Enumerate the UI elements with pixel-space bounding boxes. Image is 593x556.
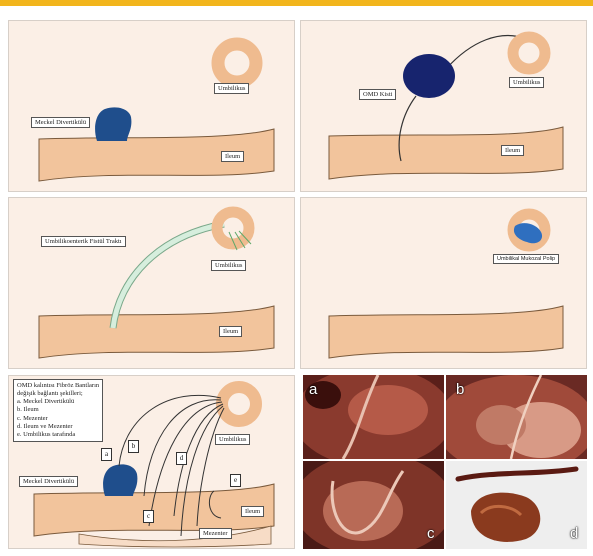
note-line: OMD kalıntısı Fibröz Bantların xyxy=(17,382,99,390)
fistula-tract xyxy=(113,224,224,328)
band-letter-a: a xyxy=(101,448,112,461)
band-letter-d: d xyxy=(176,452,187,465)
intestine-label: Ileum xyxy=(241,506,264,517)
fistula-label: Umbilikoenterik Fistül Traktı xyxy=(41,236,126,247)
photo-label-d: d xyxy=(570,525,578,542)
meckel-diverticulum-shape xyxy=(95,107,131,141)
photo-b: b xyxy=(446,375,587,459)
panel-omd-cyst: OMD Kisti Umbilikus Ileum xyxy=(300,20,587,192)
umbilicus-label: Umbilikus xyxy=(214,83,249,94)
note-line: c. Mezenter xyxy=(17,415,99,423)
umbilicus-label: Umbilikus xyxy=(211,260,246,271)
umbilicus-label: Umbilikus xyxy=(509,77,544,88)
photo-d-image xyxy=(446,461,587,549)
intestine-shape xyxy=(329,306,563,358)
panel4-drawing xyxy=(301,198,587,369)
note-line: b. Ileum xyxy=(17,406,99,414)
intestine-shape xyxy=(329,127,563,179)
diverticulum-label: Meckel Divertikülü xyxy=(31,117,90,128)
intestine-label: Ileum xyxy=(501,145,524,156)
fibrous-band-note: OMD kalıntısı Fibröz Bantların değişik b… xyxy=(13,379,103,442)
photo-label-c: c xyxy=(427,525,435,542)
umbilicus-ring xyxy=(222,387,256,421)
mesentery-label: Mezenter xyxy=(199,528,232,539)
note-line: e. Umbilikus tarafında xyxy=(17,431,99,439)
diverticulum-label: Meckel Divertikülü xyxy=(19,476,78,487)
photo-b-image xyxy=(446,375,587,459)
band-letter-b: b xyxy=(128,440,139,453)
omd-cyst-shape xyxy=(403,54,455,98)
band-letter-c: c xyxy=(143,510,154,523)
photo-label-b: b xyxy=(456,381,464,398)
panel-meckel-diverticulum: Umbilikus Meckel Divertikülü Ileum xyxy=(8,20,295,192)
polyp-label: Umbilikal Mukozal Polip xyxy=(493,254,559,264)
panel2-drawing xyxy=(301,21,587,192)
panel-umbilicoenteric-fistula: Umbilikoenterik Fistül Traktı Umbilikus … xyxy=(8,197,295,369)
accent-bar xyxy=(0,0,593,6)
intestine-label: Ileum xyxy=(221,151,244,162)
note-line: a. Meckel Divertikülü xyxy=(17,398,99,406)
band-letter-e: e xyxy=(230,474,241,487)
cyst-label: OMD Kisti xyxy=(359,89,396,100)
meckel-diverticulum-shape xyxy=(103,464,137,496)
intestine-label: Ileum xyxy=(219,326,242,337)
photo-label-a: a xyxy=(309,381,317,398)
note-line: değişik bağlantı şekilleri; xyxy=(17,390,99,398)
photo-d: d xyxy=(446,461,587,549)
intestine-shape xyxy=(34,484,274,536)
panel-umbilical-polyp: Umbilikal Mukozal Polip xyxy=(300,197,587,369)
umbilicus-label: Umbilikus xyxy=(215,434,250,445)
photo-c: c xyxy=(303,461,444,549)
umbilicus-ring xyxy=(513,37,545,69)
umbilicus-ring xyxy=(218,44,256,82)
note-line: d. Ileum ve Mezenter xyxy=(17,423,99,431)
umbilicus-ring xyxy=(217,212,249,244)
photo-a-image xyxy=(303,375,444,459)
panel-fibrous-bands: OMD kalıntısı Fibröz Bantların değişik b… xyxy=(8,375,295,549)
photo-a: a xyxy=(303,375,444,459)
panel1-drawing xyxy=(9,21,295,192)
photo-c-image xyxy=(303,461,444,549)
panel3-drawing xyxy=(9,198,295,369)
